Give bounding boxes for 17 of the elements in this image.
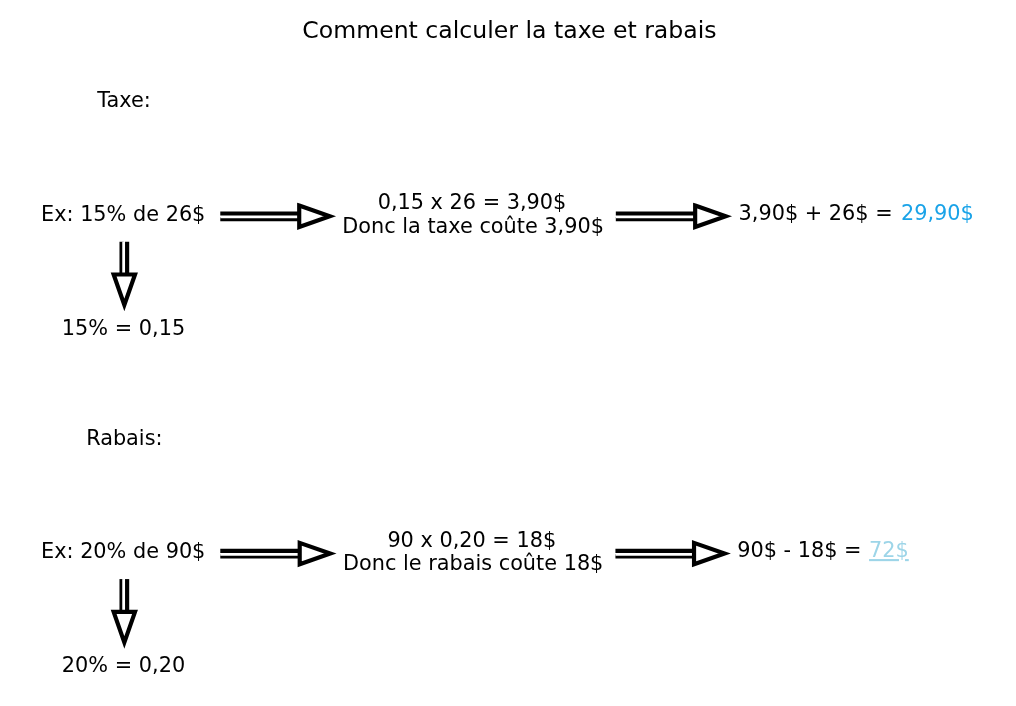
node-text: 90 x 0,20 = 18$ Donc le rabais coûte 18$	[342, 527, 603, 576]
arrow	[219, 202, 336, 230]
node-text: Ex: 20% de 90$	[40, 539, 205, 564]
label: Taxe:	[96, 88, 151, 113]
arrow	[614, 539, 731, 568]
arrow	[110, 579, 138, 649]
node-text: 0,15 x 26 = 3,90$ Donc la taxe coûte 3,90$	[341, 190, 604, 238]
node-text: 20% = 0,20	[61, 653, 185, 678]
label: Rabais:	[85, 425, 163, 450]
node-text: 15% = 0,15	[61, 315, 185, 340]
node-text: 90$ - 18$ = 72$	[736, 538, 909, 563]
arrow	[219, 539, 337, 568]
arrow	[615, 202, 732, 230]
node-text: 3,90$ + 26$ = 29,90$	[738, 200, 974, 225]
diagram-title: Comment calculer la taxe et rabais	[301, 16, 717, 45]
node-text: Ex: 15% de 26$	[40, 202, 205, 227]
arrow	[110, 241, 138, 312]
